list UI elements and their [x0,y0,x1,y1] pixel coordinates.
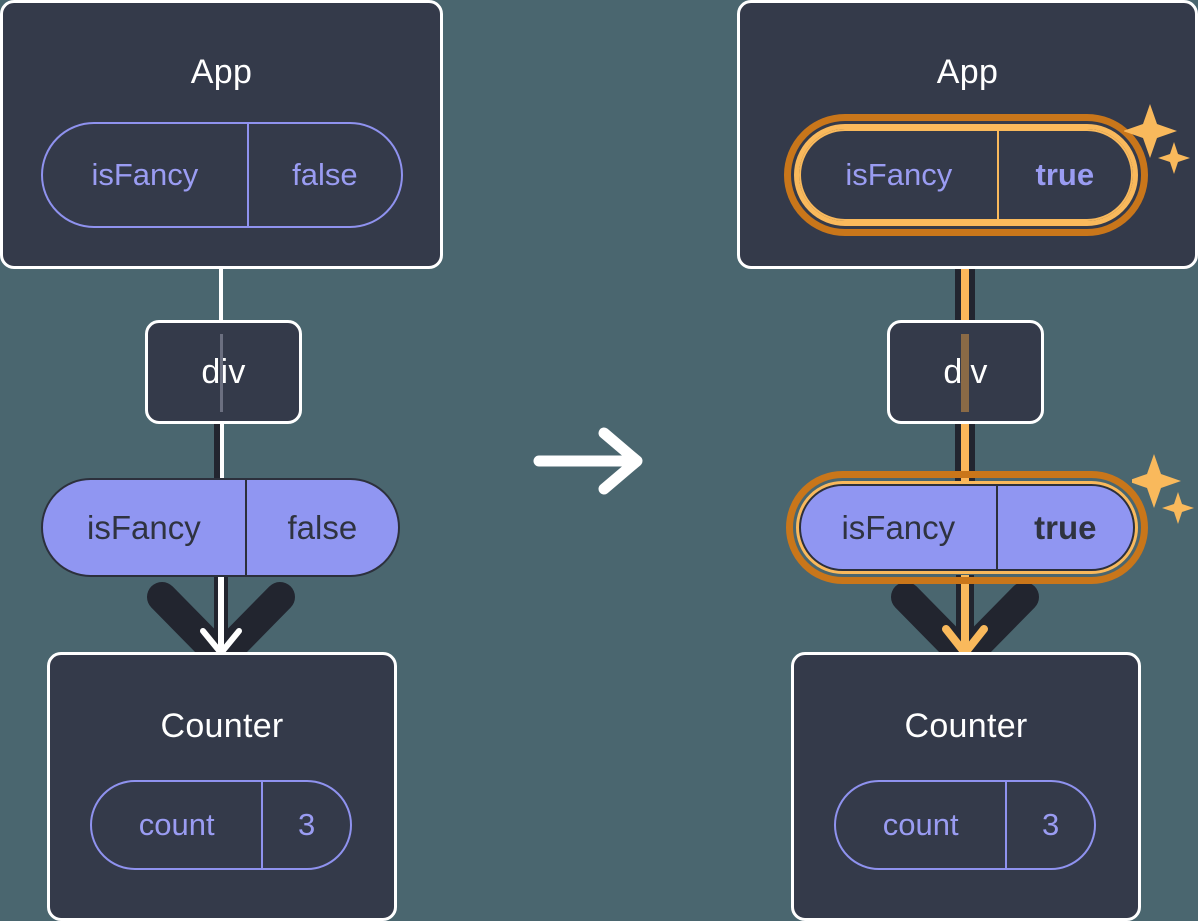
app-state-value-after: true [1035,157,1095,192]
sparkles-icon-prop-after [1132,450,1198,540]
connector-div-to-prop-before [214,420,220,482]
prop-pill-after[interactable]: isFancy true [799,484,1135,571]
connector-inside-div-after [961,334,969,412]
connector-div-to-prop-after-orange [961,420,969,482]
app-state-key-before: isFancy [43,124,249,226]
prop-pill-before[interactable]: isFancy false [41,478,400,577]
counter-state-pill-before[interactable]: count 3 [90,780,352,870]
sparkles-icon-app-after [1124,100,1196,190]
counter-state-key-after: count [836,782,1008,868]
prop-key-after: isFancy [801,486,998,569]
counter-state-key-before: count [92,782,264,868]
counter-title-before: Counter [160,707,284,745]
counter-state-value-after: 3 [1042,807,1060,842]
connector-inside-div-before [220,334,223,412]
prop-key-before: isFancy [43,480,247,575]
app-state-value-before: false [292,157,358,192]
connector-app-to-div-before [219,266,223,324]
transition-arrow-icon [533,425,648,497]
connector-div-to-prop-inner-before [220,420,224,482]
div-box-before: div [145,320,302,424]
prop-value-after: true [1034,508,1097,546]
app-state-pill-after[interactable]: isFancy true [799,129,1133,221]
app-state-highlight-ring-after [784,114,1148,236]
app-title-after: App [936,53,999,91]
app-state-highlight-ring-inner-after [794,124,1138,226]
counter-title-after: Counter [904,707,1028,745]
div-label-before: div [201,353,246,391]
app-title-before: App [190,53,253,91]
counter-state-value-before: 3 [298,807,316,842]
app-state-pill-before[interactable]: isFancy false [41,122,403,228]
connector-app-to-div-after-orange [961,224,969,324]
counter-state-pill-after[interactable]: count 3 [834,780,1096,870]
prop-value-before: false [287,508,358,546]
app-state-key-after: isFancy [801,131,999,219]
